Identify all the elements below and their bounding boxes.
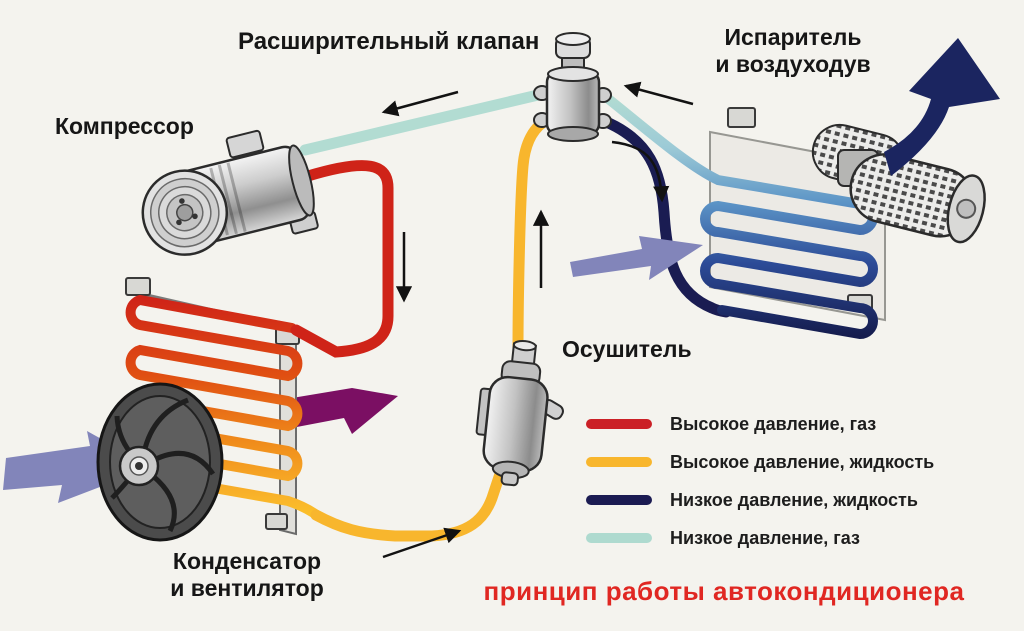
- cold-air-out-arrow: [884, 38, 1000, 176]
- flow-arrow-down-navy: [611, 140, 670, 203]
- label-dryer: Осушитель: [562, 336, 692, 362]
- legend: Высокое давление, газ Высокое давление, …: [586, 412, 986, 550]
- pipe-low-pressure-gas-to-compressor: [299, 89, 544, 156]
- label-expansion-valve: Расширительный клапан: [238, 28, 540, 55]
- legend-item: Высокое давление, газ: [586, 412, 986, 436]
- label-condenser-line2: и вентилятор: [170, 575, 324, 601]
- label-evaporator-line2: и воздуходув: [715, 51, 871, 77]
- legend-label: Высокое давление, газ: [670, 413, 877, 434]
- label-condenser: Конденсатор и вентилятор: [147, 548, 347, 602]
- pipe-condenser-to-dryer: [310, 468, 506, 542]
- page-title: принцип работы автокондиционера: [483, 576, 965, 606]
- legend-swatch: [586, 495, 652, 505]
- legend-label: Низкое давление, жидкость: [670, 489, 918, 510]
- label-evaporator-line1: Испаритель: [724, 24, 862, 50]
- label-evaporator: Испаритель и воздуходув: [693, 24, 893, 78]
- legend-swatch: [586, 533, 652, 543]
- pipe-dryer-to-valve: [512, 115, 551, 354]
- dryer-illustration: [475, 339, 564, 487]
- legend-label: Высокое давление, жидкость: [670, 451, 935, 472]
- pipe-high-pressure-gas: [290, 160, 394, 358]
- expansion-valve-illustration: [533, 32, 612, 142]
- fan-icon: [96, 382, 224, 542]
- legend-swatch: [586, 419, 652, 429]
- compressor-illustration: [141, 129, 319, 256]
- flow-arrows: [381, 81, 694, 559]
- hot-air-out-arrow: [280, 388, 398, 434]
- flow-arrow-to-dryer: [382, 527, 462, 559]
- legend-item: Низкое давление, газ: [586, 526, 986, 550]
- flow-arrow-to-compressor: [381, 90, 459, 117]
- label-condenser-line1: Конденсатор: [172, 548, 322, 574]
- legend-swatch: [586, 457, 652, 467]
- air-in-evaporator-arrow: [570, 236, 703, 280]
- legend-item: Высокое давление, жидкость: [586, 450, 986, 474]
- legend-item: Низкое давление, жидкость: [586, 488, 986, 512]
- blower-illustration: [811, 123, 986, 244]
- label-compressor: Компрессор: [55, 113, 194, 139]
- flow-arrow-to-valve: [623, 81, 694, 106]
- legend-label: Низкое давление, газ: [670, 527, 860, 548]
